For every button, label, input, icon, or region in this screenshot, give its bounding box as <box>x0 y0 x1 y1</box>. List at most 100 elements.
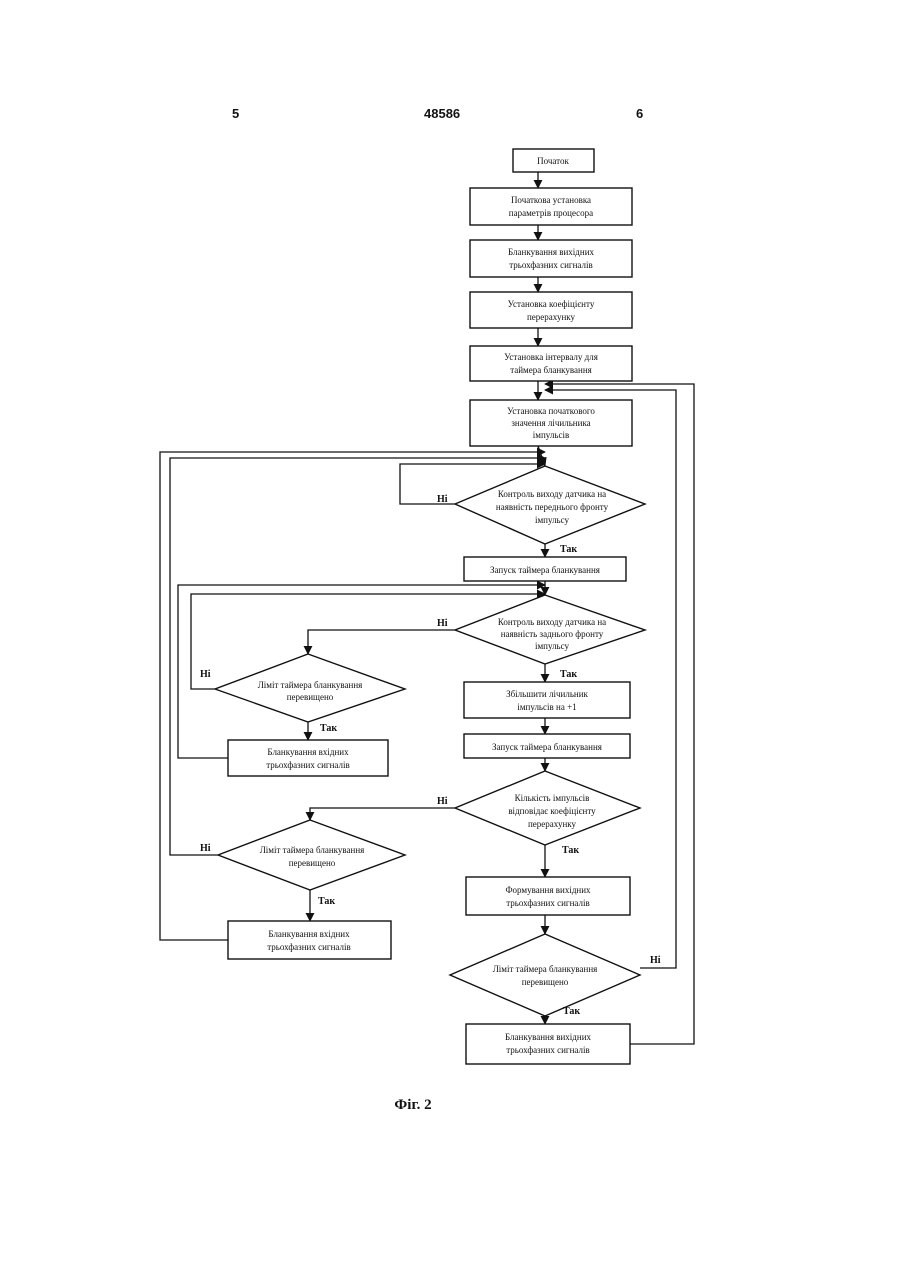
svg-text:трьохфазних сигналів: трьохфазних сигналів <box>266 760 349 770</box>
svg-text:Початкова установка: Початкова установка <box>511 195 591 205</box>
node-label: Установка інтервалу для <box>504 352 598 362</box>
node-increment-counter: Збільшити лічильник імпульсів на +1 <box>464 682 630 718</box>
label-yes: Так <box>318 896 335 907</box>
label-no: Ні <box>200 669 211 680</box>
svg-text:імпульсу: імпульсу <box>535 641 570 651</box>
svg-text:перерахунку: перерахунку <box>527 312 576 322</box>
node-set-interval: Установка інтервалу для таймера бланкува… <box>470 346 632 381</box>
svg-text:Ліміт таймера бланкування: Ліміт таймера бланкування <box>258 680 363 690</box>
node-label: Контроль виходу датчика на <box>498 489 606 499</box>
svg-text:трьохфазних сигналів: трьохфазних сигналів <box>506 898 589 908</box>
edge <box>538 446 545 466</box>
node-label: трьохфазних сигналів <box>509 260 592 270</box>
svg-text:Запуск таймера бланкування: Запуск таймера бланкування <box>492 742 602 752</box>
label-yes: Так <box>320 723 337 734</box>
node-label: імпульсів на +1 <box>517 702 576 712</box>
node-label: перевищено <box>522 977 569 987</box>
node-label: Контроль виходу датчика на <box>498 617 606 627</box>
label-yes: Так <box>562 845 579 856</box>
node-label: таймера бланкування <box>510 365 592 375</box>
label-yes: Так <box>560 669 577 680</box>
svg-text:імпульсу: імпульсу <box>535 515 570 525</box>
node-label: Бланкування вхідних <box>268 929 350 939</box>
node-label: Ліміт таймера бланкування <box>260 845 365 855</box>
node-label: трьохфазних сигналів <box>267 942 350 952</box>
decision-check-front: Контроль виходу датчика на наявність пер… <box>455 466 645 544</box>
node-start-timer-1: Запуск таймера бланкування <box>464 557 626 581</box>
decision-check-back: Контроль виходу датчика на наявність зад… <box>455 595 645 664</box>
label-no: Ні <box>437 494 448 505</box>
svg-text:трьохфазних сигналів: трьохфазних сигналів <box>509 260 592 270</box>
figure-caption: Фіг. 2 <box>0 1097 826 1114</box>
svg-text:Установка коефіцієнту: Установка коефіцієнту <box>508 299 595 309</box>
svg-text:трьохфазних сигналів: трьохфазних сигналів <box>267 942 350 952</box>
decision-timer-limit-2: Ліміт таймера бланкування перевищено <box>218 820 405 890</box>
svg-text:трьохфазних сигналів: трьохфазних сигналів <box>506 1045 589 1055</box>
svg-text:перерахунку: перерахунку <box>528 819 577 829</box>
node-label: Початкова установка <box>511 195 591 205</box>
svg-text:перевищено: перевищено <box>289 858 336 868</box>
node-label: відповідає коефіцієнту <box>508 806 596 816</box>
node-set-coefficient: Установка коефіцієнту перерахунку <box>470 292 632 328</box>
node-label: наявність переднього фронту <box>496 502 609 512</box>
svg-text:імпульсів на +1: імпульсів на +1 <box>517 702 576 712</box>
node-blank-inputs-2: Бланкування вхідних трьохфазних сигналів <box>228 921 391 959</box>
svg-text:Контроль виходу датчика на: Контроль виходу датчика на <box>498 489 606 499</box>
node-label: перерахунку <box>528 819 577 829</box>
edge <box>308 630 455 654</box>
node-label: Формування вихідних <box>505 885 591 895</box>
svg-text:Формування вихідних: Формування вихідних <box>505 885 591 895</box>
node-blank-inputs-1: Бланкування вхідних трьохфазних сигналів <box>228 740 388 776</box>
svg-text:Установка початкового: Установка початкового <box>507 406 595 416</box>
edge <box>310 808 455 820</box>
svg-text:Контроль виходу датчика на: Контроль виходу датчика на <box>498 617 606 627</box>
label-no: Ні <box>437 618 448 629</box>
svg-text:таймера бланкування: таймера бланкування <box>510 365 592 375</box>
node-label: Ліміт таймера бланкування <box>258 680 363 690</box>
node-label: Установка коефіцієнту <box>508 299 595 309</box>
node-label: значення лічильника <box>511 418 590 428</box>
node-label: Бланкування вихідних <box>505 1032 592 1042</box>
svg-text:значення лічильника: значення лічильника <box>511 418 590 428</box>
node-form-outputs: Формування вихідних трьохфазних сигналів <box>466 877 630 915</box>
node-label: трьохфазних сигналів <box>266 760 349 770</box>
svg-text:наявність переднього фронту: наявність переднього фронту <box>496 502 609 512</box>
decision-timer-limit-3: Ліміт таймера бланкування перевищено <box>450 934 640 1016</box>
node-start: Початок <box>513 149 594 172</box>
node-blank-outputs-2: Бланкування вихідних трьохфазних сигналі… <box>466 1024 630 1064</box>
svg-text:Бланкування вхідних: Бланкування вхідних <box>268 929 350 939</box>
node-label: перерахунку <box>527 312 576 322</box>
node-label: імпульсу <box>535 641 570 651</box>
node-blank-outputs-1: Бланкування вихідних трьохфазних сигналі… <box>470 240 632 277</box>
label-yes: Так <box>563 1006 580 1017</box>
node-label: імпульсів <box>533 430 569 440</box>
svg-text:Ліміт таймера бланкування: Ліміт таймера бланкування <box>260 845 365 855</box>
decision-timer-limit-1: Ліміт таймера бланкування перевищено <box>215 654 405 722</box>
svg-text:Ліміт таймера бланкування: Ліміт таймера бланкування <box>493 964 598 974</box>
edge <box>178 585 545 758</box>
svg-text:наявність заднього фронту: наявність заднього фронту <box>501 629 604 639</box>
svg-text:відповідає коефіцієнту: відповідає коефіцієнту <box>508 806 596 816</box>
node-label: трьохфазних сигналів <box>506 898 589 908</box>
node-label: параметрів процесора <box>509 208 593 218</box>
svg-text:Бланкування вихідних: Бланкування вихідних <box>508 247 595 257</box>
label-no: Ні <box>650 955 661 966</box>
svg-text:Початок: Початок <box>537 156 569 166</box>
node-label: Кількість імпульсів <box>515 793 590 803</box>
svg-text:перевищено: перевищено <box>522 977 569 987</box>
node-init-params: Початкова установка параметрів процесора <box>470 188 632 225</box>
decision-pulse-count: Кількість імпульсів відповідає коефіцієн… <box>455 771 640 845</box>
label-yes: Так <box>560 544 577 555</box>
node-label: трьохфазних сигналів <box>506 1045 589 1055</box>
node-label: Запуск таймера бланкування <box>490 565 600 575</box>
node-label: імпульсу <box>535 515 570 525</box>
node-label: Збільшити лічильник <box>506 689 588 699</box>
node-label: Бланкування вхідних <box>267 747 349 757</box>
node-label: Установка початкового <box>507 406 595 416</box>
node-label: Початок <box>537 156 569 166</box>
svg-text:Запуск таймера бланкування: Запуск таймера бланкування <box>490 565 600 575</box>
node-label: перевищено <box>289 858 336 868</box>
label-no: Ні <box>200 843 211 854</box>
node-start-timer-2: Запуск таймера бланкування <box>464 734 630 758</box>
